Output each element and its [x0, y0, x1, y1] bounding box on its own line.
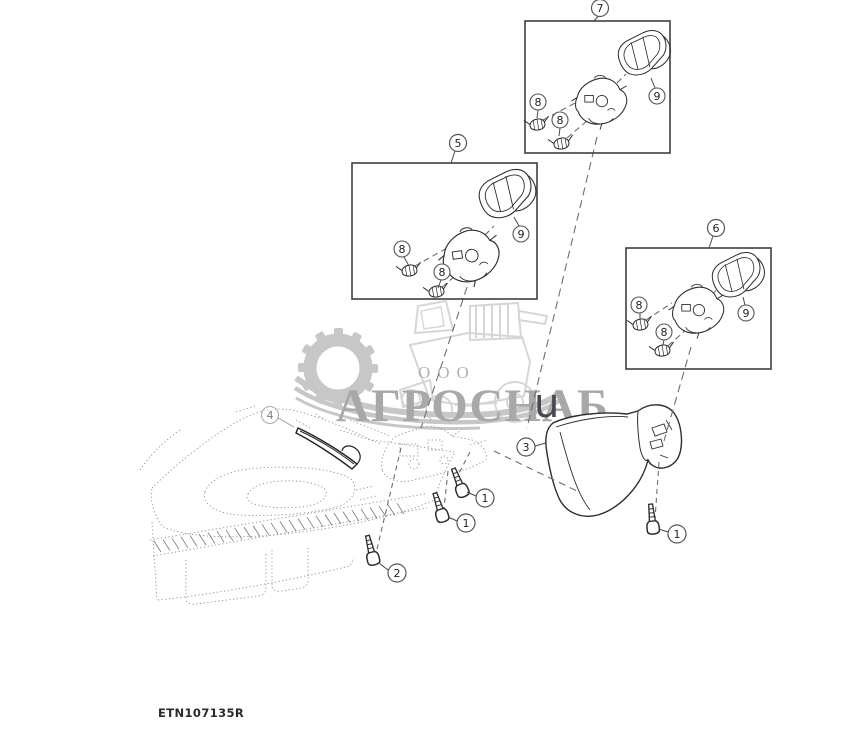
- clip-nut-drawing: [422, 282, 451, 300]
- watermark-org-text: ООО: [418, 363, 476, 382]
- switch-body-drawing: [667, 283, 725, 340]
- callout-number: 2: [394, 567, 401, 580]
- callout-number: 8: [636, 299, 643, 312]
- clip-nut-drawing: [395, 261, 424, 279]
- callout-9[interactable]: 9: [648, 87, 666, 105]
- console-rail-hatching: [153, 502, 405, 553]
- callout-number: 3: [523, 441, 530, 454]
- callout-9[interactable]: 9: [737, 304, 755, 322]
- detail-box-5: [351, 162, 538, 300]
- callouts: 7 5 6 8 8 9 8 8: [260, 0, 755, 583]
- callout-8[interactable]: 8: [393, 240, 411, 258]
- watermark: ООО АГРОСНАБ: [293, 299, 608, 432]
- screw-icon: [360, 533, 382, 568]
- callout-number: 7: [597, 2, 604, 15]
- callout-number: 8: [661, 326, 668, 339]
- callout-number: 8: [399, 243, 406, 256]
- detail-box-7: [524, 20, 671, 154]
- callout-number: 1: [463, 517, 470, 530]
- callout-number: 9: [518, 228, 525, 241]
- callout-number: 8: [535, 96, 542, 109]
- callout-8[interactable]: 8: [551, 111, 569, 129]
- clip-nut-drawing: [523, 115, 552, 133]
- watermark-stray-char: u: [534, 381, 559, 427]
- callout-1[interactable]: 1: [667, 524, 687, 544]
- callout-2[interactable]: 2: [387, 563, 407, 583]
- detail-boxes: [351, 20, 772, 370]
- callout-8[interactable]: 8: [529, 93, 547, 111]
- callout-4[interactable]: 4: [260, 405, 280, 425]
- callout-box-5[interactable]: 5: [448, 133, 468, 153]
- swoosh-decoration: [293, 375, 562, 430]
- detail-box-6: [625, 247, 772, 370]
- switch-body-drawing: [433, 223, 504, 293]
- callout-number: 4: [267, 409, 274, 422]
- callout-1[interactable]: 1: [456, 513, 476, 533]
- switch-assembly-7: [523, 25, 676, 152]
- callout-number: 5: [455, 137, 462, 150]
- callout-number: 8: [439, 266, 446, 279]
- cover-part: [545, 404, 683, 517]
- callout-number: 6: [713, 222, 720, 235]
- trim-strip-part: [295, 427, 361, 470]
- callout-leader-lines: [277, 16, 746, 571]
- callout-1[interactable]: 1: [475, 488, 495, 508]
- callout-8[interactable]: 8: [630, 296, 648, 314]
- callout-box-6[interactable]: 6: [706, 218, 726, 238]
- callout-number: 1: [482, 492, 489, 505]
- callout-8[interactable]: 8: [655, 323, 673, 341]
- screw-icon: [428, 490, 451, 525]
- clip-nut-drawing: [547, 134, 576, 152]
- callout-box-7[interactable]: 7: [590, 0, 610, 18]
- callout-number: 9: [743, 307, 750, 320]
- console-drawing: [139, 405, 489, 605]
- callout-9[interactable]: 9: [512, 225, 530, 243]
- switch-assembly-6: [626, 247, 770, 359]
- screw-icon: [643, 502, 661, 536]
- assembly-dashed-lines: [376, 73, 725, 550]
- callout-number: 8: [557, 114, 564, 127]
- clip-nut-drawing: [648, 341, 677, 359]
- callout-3[interactable]: 3: [516, 437, 536, 457]
- footer-drawing-code: ETN107135R: [158, 706, 244, 720]
- switch-bezel-drawing: [612, 25, 676, 81]
- callout-number: 9: [654, 90, 661, 103]
- switch-body-drawing: [570, 74, 628, 131]
- switch-bezel-drawing: [473, 163, 542, 224]
- switch-bezel-drawing: [706, 247, 770, 303]
- callout-8[interactable]: 8: [433, 263, 451, 281]
- callout-number: 1: [674, 528, 681, 541]
